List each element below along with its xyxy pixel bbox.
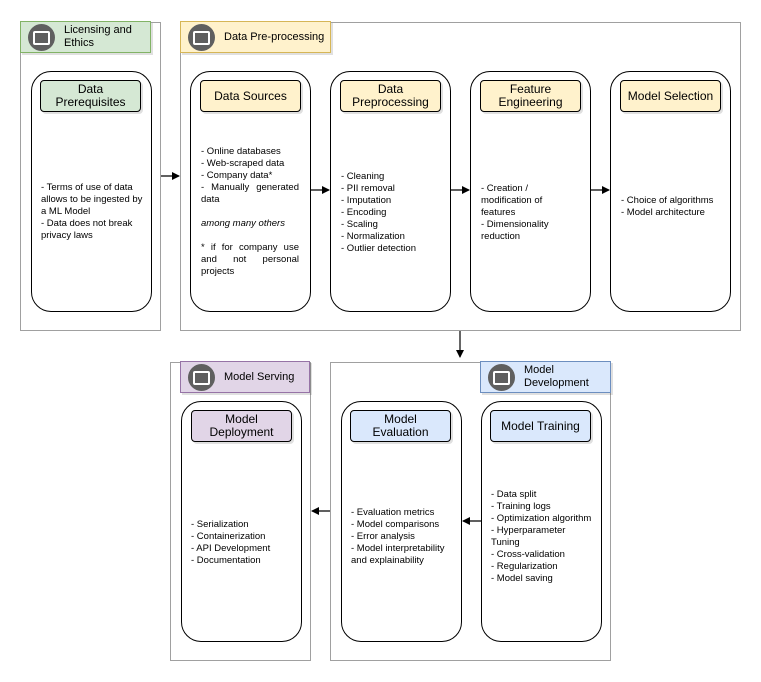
group-tag-data-preprocessing: Data Pre-processing xyxy=(180,21,331,53)
list-item: - Online databases xyxy=(201,146,281,157)
group-tag-model-serving: Model Serving xyxy=(180,361,310,393)
list-item: - Web-scraped data xyxy=(201,158,285,169)
card-body-model-deployment: - Serialization - Containerization - API… xyxy=(191,519,296,567)
list-item: - Creation / modification of features xyxy=(481,183,543,218)
monitor-icon xyxy=(188,24,215,51)
group-label: Data Pre-processing xyxy=(224,30,325,43)
monitor-icon xyxy=(28,24,55,51)
card-title: Data Sources xyxy=(200,80,301,112)
footnote-text: * if for company use and not personal pr… xyxy=(201,242,299,277)
card-body-feature-engineering: - Creation / modification of features - … xyxy=(481,183,561,243)
monitor-icon xyxy=(188,364,215,391)
group-tag-licensing-ethics: Licensing and Ethics xyxy=(20,21,151,53)
list-item: - Outlier detection xyxy=(341,243,416,254)
list-item: - API Development xyxy=(191,543,271,554)
card-title: Data Prerequisites xyxy=(40,80,141,112)
group-label: Model Development xyxy=(524,364,589,389)
list-item: - Company data* xyxy=(201,170,273,181)
list-item: - Encoding xyxy=(341,207,387,218)
list-item: - Dimensionality reduction xyxy=(481,219,549,242)
group-label: Model Serving xyxy=(224,370,295,383)
list-item: - Cross-validation xyxy=(491,549,565,560)
list-item: - Serialization xyxy=(191,519,249,530)
note-text: among many others xyxy=(201,218,285,229)
list-item: - Cleaning xyxy=(341,171,385,182)
list-item: - Scaling xyxy=(341,219,378,230)
list-item: - Data does not break privacy laws xyxy=(41,218,133,241)
card-body-model-evaluation: - Evaluation metrics - Model comparisons… xyxy=(351,507,456,567)
list-item: - PII removal xyxy=(341,183,395,194)
group-tag-model-development: Model Development xyxy=(480,361,611,393)
list-item: - Terms of use of data allows to be inge… xyxy=(41,182,143,217)
card-body-model-training: - Data split - Training logs - Optimizat… xyxy=(491,489,596,585)
card-body-data-sources: - Online databases - Web-scraped data - … xyxy=(201,146,299,278)
card-title: Feature Engineering xyxy=(480,80,581,112)
list-item: - Choice of algorithms xyxy=(621,195,714,206)
list-item: - Model saving xyxy=(491,573,553,584)
list-item: - Model interpretability and explainabil… xyxy=(351,543,445,566)
list-item: - Training logs xyxy=(491,501,551,512)
list-item: - Optimization algorithm xyxy=(491,513,592,524)
list-item: - Model comparisons xyxy=(351,519,440,530)
list-item: - Model architecture xyxy=(621,207,705,218)
monitor-icon xyxy=(488,364,515,391)
list-item: - Evaluation metrics xyxy=(351,507,435,518)
list-item: - Imputation xyxy=(341,195,392,206)
card-title: Model Evaluation xyxy=(350,410,451,442)
list-item: - Regularization xyxy=(491,561,558,572)
card-title: Model Training xyxy=(490,410,591,442)
card-title: Data Preprocessing xyxy=(340,80,441,112)
list-item: - Normalization xyxy=(341,231,405,242)
card-body-data-preprocessing: - Cleaning - PII removal - Imputation - … xyxy=(341,171,446,255)
list-item: - Data split xyxy=(491,489,537,500)
card-title: Model Selection xyxy=(620,80,721,112)
list-item: - Containerization xyxy=(191,531,266,542)
card-body-prerequisites: - Terms of use of data allows to be inge… xyxy=(41,182,146,242)
group-label: Licensing and Ethics xyxy=(64,24,132,49)
list-item: - Documentation xyxy=(191,555,261,566)
list-item: - Hyperparameter Tuning xyxy=(491,525,566,548)
card-title: Model Deployment xyxy=(191,410,292,442)
list-item: - Manually generated data xyxy=(201,182,299,205)
card-body-model-selection: - Choice of algorithms - Model architect… xyxy=(621,195,721,219)
list-item: - Error analysis xyxy=(351,531,415,542)
